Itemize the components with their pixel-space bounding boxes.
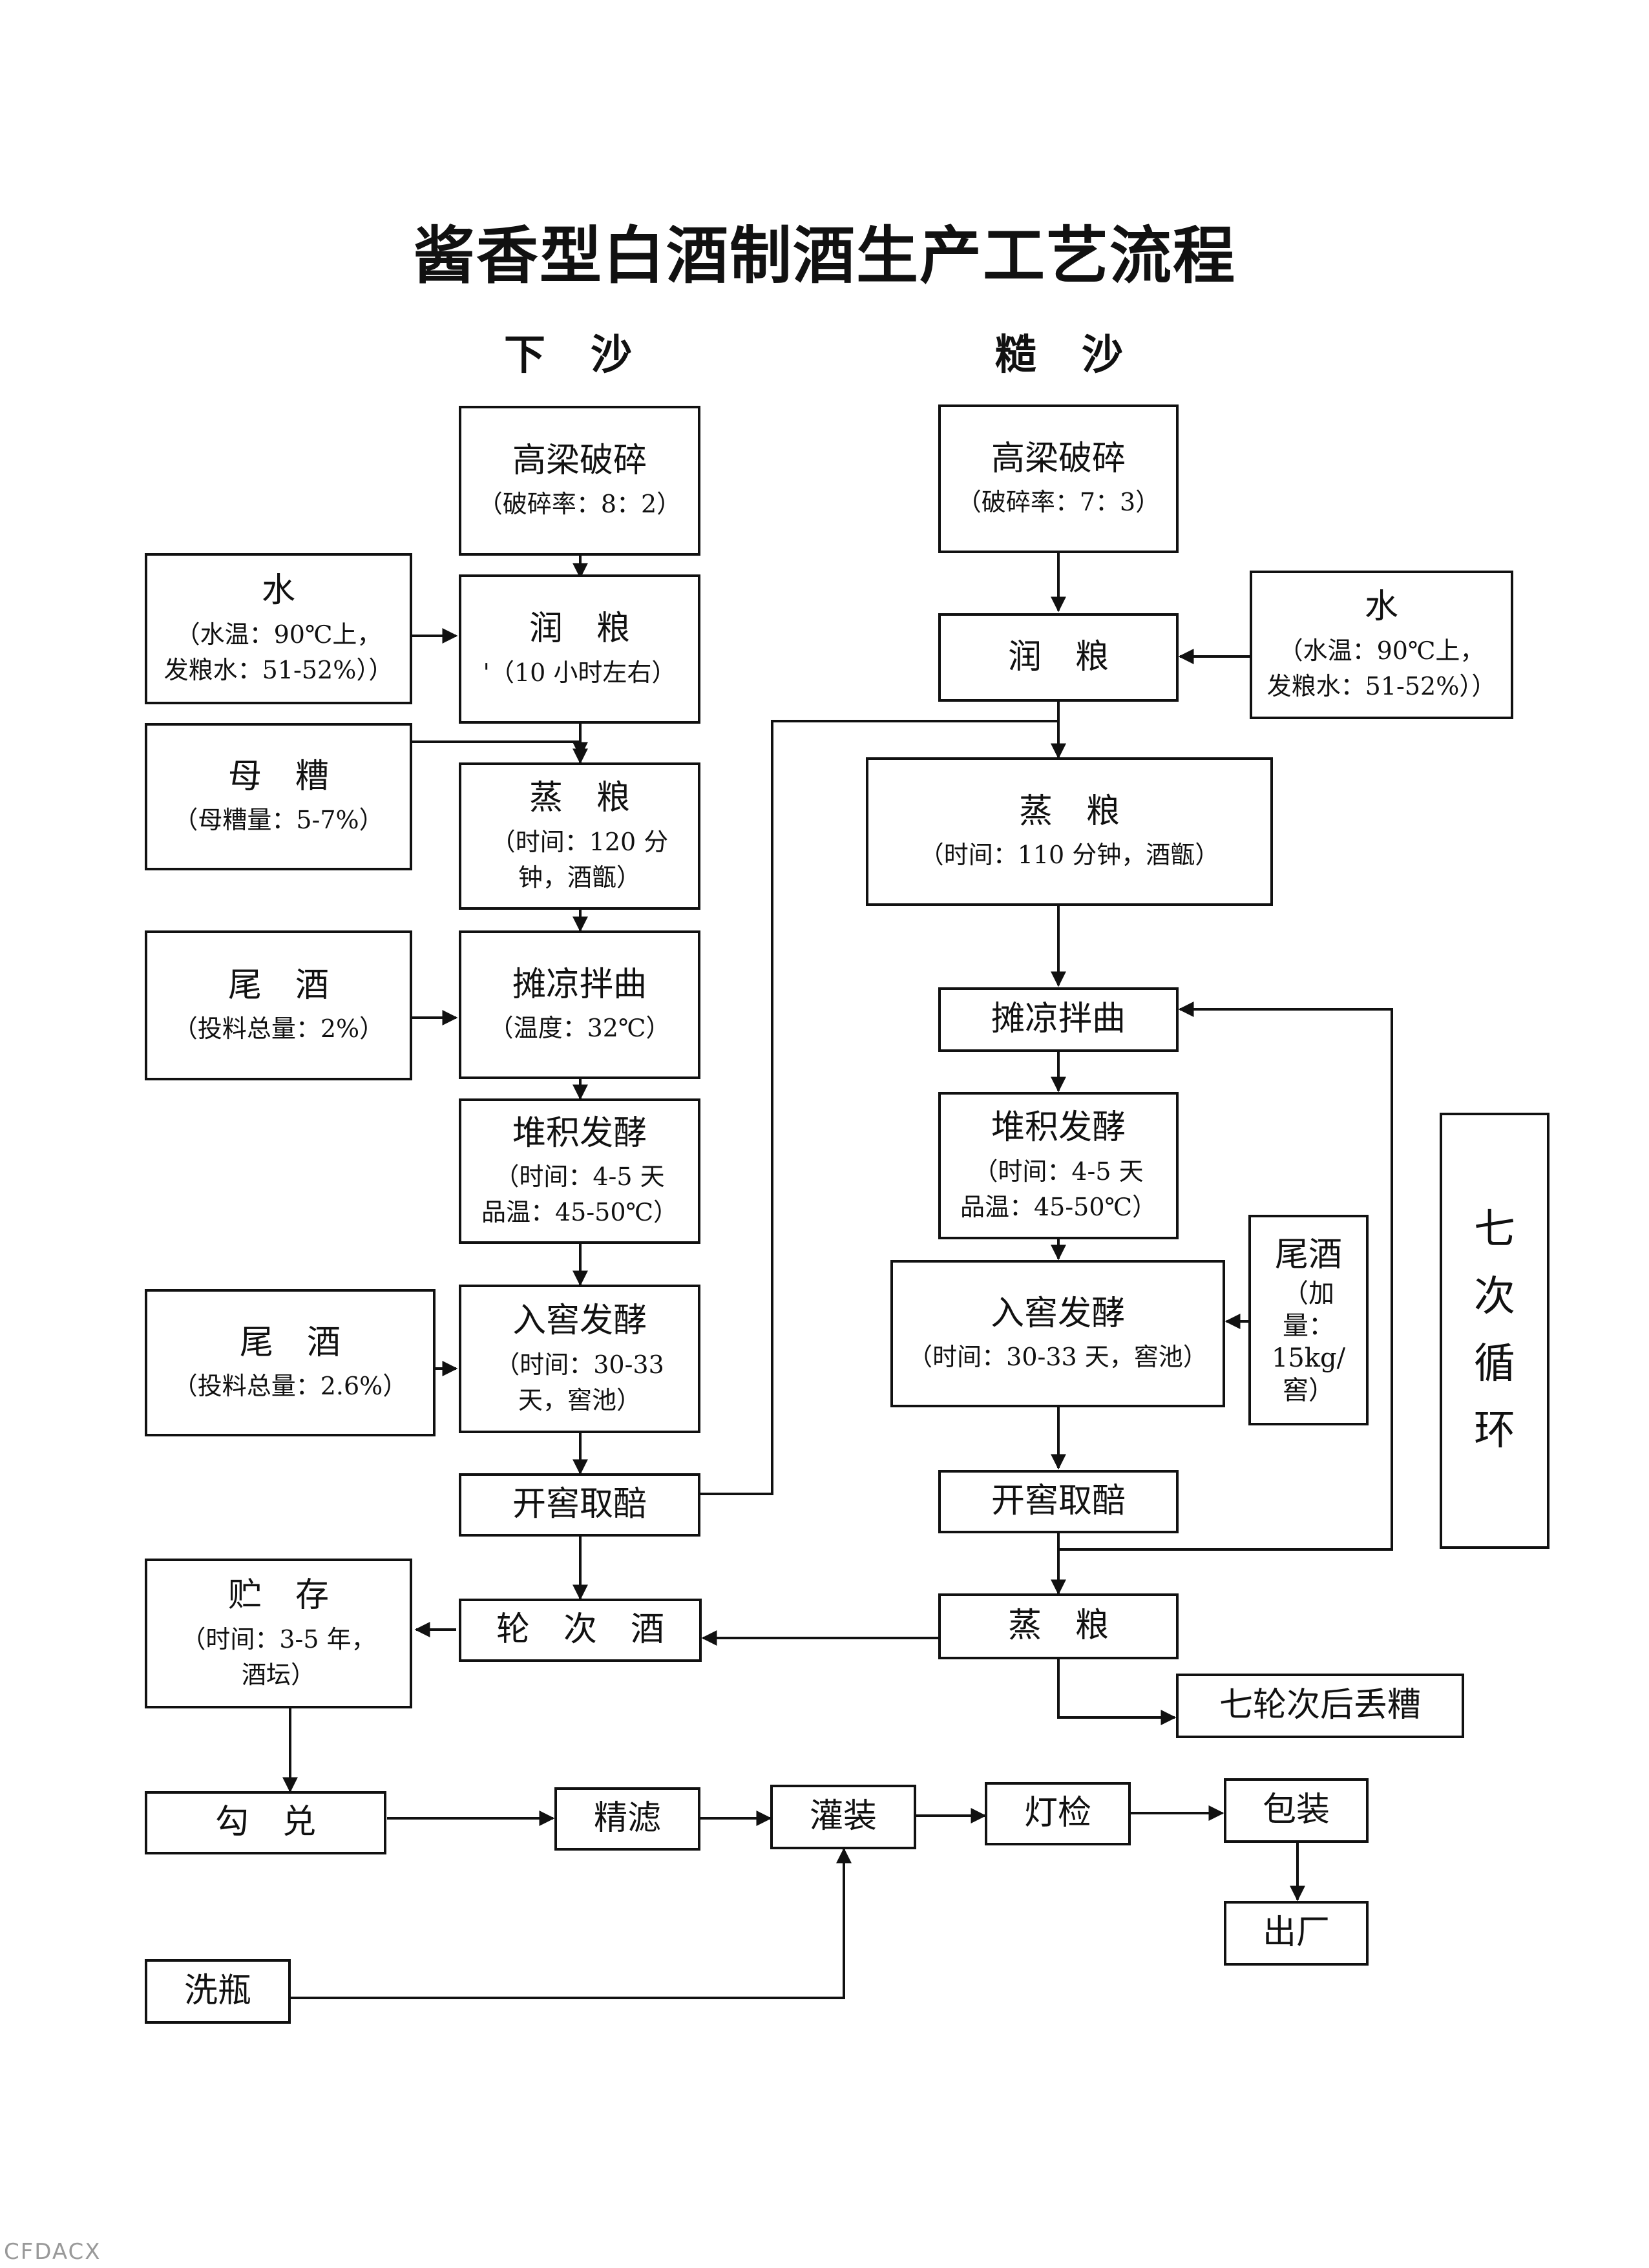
label-main: 润 粮: [529, 609, 630, 649]
label-sub: （时间：4-5 天 品温：45-50℃）: [960, 1157, 1157, 1221]
page-title: 酱香型白酒制酒生产工艺流程: [413, 220, 1236, 292]
box-r-discard: 七轮次后丢糟: [1176, 1674, 1464, 1738]
label-sub: （时间：30-33 天，窖池）: [495, 1350, 664, 1414]
label-main: 轮 次 酒: [496, 1610, 664, 1650]
arrow-steam2-discard: [1057, 1659, 1177, 1725]
label-main: 堆积发酵: [991, 1108, 1126, 1148]
label-main: 勾 兑: [215, 1803, 316, 1842]
label-sub: （时间：3-5 年， 酒坛）: [181, 1624, 376, 1689]
label-main: 入窖发酵: [512, 1301, 647, 1341]
label-main: 灌装: [809, 1797, 877, 1836]
box-l-store: 贮 存 （时间：3-5 年， 酒坛）: [145, 1559, 412, 1708]
label-main: 精滤: [593, 1799, 661, 1838]
label-sub: （时间：110 分钟，酒甑）: [919, 841, 1220, 870]
label-main: 蒸 粮: [529, 779, 630, 818]
arrow-wash-fill: [291, 1847, 852, 1999]
label-sub: （投料总量：2.6%）: [173, 1372, 408, 1401]
label-main: 入窖发酵: [990, 1294, 1125, 1333]
arrow-mother-steam: [412, 740, 588, 758]
label-main: 堆积发酵: [512, 1113, 647, 1153]
box-r-stack: 堆积发酵 （时间：4-5 天 品温：45-50℃）: [938, 1092, 1179, 1239]
box-l-mother: 母 糟 （母糟量：5-7%）: [145, 723, 412, 870]
box-r-water: 水 （水温：90℃上， 发粮水：51-52%））: [1250, 571, 1513, 719]
box-r-steam2: 蒸 粮: [938, 1593, 1179, 1659]
label-sub: （温度：32℃）: [488, 1014, 671, 1043]
label-main: 尾 酒: [239, 1323, 341, 1362]
box-l-stack: 堆积发酵 （时间：4-5 天 品温：45-50℃）: [459, 1098, 700, 1244]
label-main: 出厂: [1262, 1913, 1330, 1953]
box-l-water: 水 （水温：90℃上， 发粮水：51-52%））: [145, 553, 412, 704]
box-r-open: 开窖取醅: [938, 1470, 1179, 1533]
box-filter: 精滤: [554, 1787, 700, 1851]
label-sub: （母糟量：5-7%）: [173, 806, 384, 835]
box-l-open: 开窖取醅: [459, 1473, 700, 1537]
box-l-soak: 润 粮 '（10 小时左右）: [459, 574, 700, 724]
label-main: 水: [261, 571, 295, 611]
label-sub: （破碎率：7：3）: [956, 488, 1161, 517]
box-l-tail2: 尾 酒 （投料总量：2.6%）: [145, 1289, 436, 1436]
box-r-soak: 润 粮: [938, 613, 1179, 702]
box-l-crush: 高梁破碎 （破碎率：8：2）: [459, 406, 700, 556]
label-sub: （时间：30-33 天，窖池）: [908, 1343, 1208, 1372]
label-main: 灯检: [1024, 1794, 1091, 1833]
label-main: 水: [1364, 587, 1398, 627]
label-sub: （水温：90℃上， 发粮水：51-52%））: [163, 620, 394, 684]
cycle-char: 环: [1474, 1407, 1515, 1455]
label-main: 蒸 粮: [1007, 1606, 1109, 1646]
label-main: 贮 存: [227, 1576, 329, 1615]
label-sub: '（10 小时左右）: [483, 658, 677, 687]
label-main: 摊凉拌曲: [512, 965, 647, 1004]
footer-watermark: CFDACX: [4, 2239, 101, 2265]
cycle-char: 次: [1474, 1272, 1515, 1321]
box-r-cool: 摊凉拌曲: [938, 987, 1179, 1052]
box-r-tail: 尾酒 （加 量： 15kg/ 窖）: [1248, 1215, 1369, 1425]
label-main: 蒸 粮: [1018, 792, 1120, 831]
cycle-char: 循: [1474, 1339, 1515, 1388]
box-l-round: 轮 次 酒: [459, 1599, 702, 1662]
label-main: 洗瓶: [184, 1971, 251, 2011]
label-main: 尾 酒: [227, 965, 329, 1005]
box-l-cool: 摊凉拌曲 （温度：32℃）: [459, 930, 700, 1079]
cycle-char: 七: [1474, 1206, 1515, 1254]
label-main: 摊凉拌曲: [991, 1000, 1126, 1039]
label-main: 高梁破碎: [991, 439, 1126, 478]
label-sub: （加 量： 15kg/ 窖）: [1271, 1278, 1346, 1405]
label-sub: （时间：120 分 钟，酒甑）: [490, 827, 669, 892]
box-r-steam: 蒸 粮 （时间：110 分钟，酒甑）: [866, 757, 1273, 906]
box-fill: 灌装: [770, 1785, 916, 1849]
box-wash: 洗瓶: [145, 1959, 291, 2024]
box-r-crush: 高梁破碎 （破碎率：7：3）: [938, 404, 1179, 553]
column-heading-caosha: 糙沙: [995, 331, 1168, 379]
box-l-pit: 入窖发酵 （时间：30-33 天，窖池）: [459, 1285, 700, 1433]
box-l-steam: 蒸 粮 （时间：120 分 钟，酒甑）: [459, 762, 700, 910]
label-main: 包装: [1262, 1790, 1330, 1830]
label-main: 润 粮: [1007, 637, 1109, 677]
box-pack: 包装: [1224, 1778, 1369, 1843]
label-main: 高梁破碎: [512, 441, 647, 480]
box-ship: 出厂: [1224, 1901, 1369, 1966]
label-sub: （破碎率：8：2）: [478, 490, 682, 519]
arrow-cycle-loop: [1058, 1002, 1393, 1551]
label-sub: （水温：90℃上， 发粮水：51-52%））: [1266, 636, 1497, 700]
label-main: 母 糟: [227, 757, 329, 796]
box-cycle: 七 次 循 环: [1440, 1113, 1549, 1549]
label-main: 尾酒: [1274, 1235, 1342, 1275]
box-r-pit: 入窖发酵 （时间：30-33 天，窖池）: [890, 1260, 1225, 1407]
box-l-tail1: 尾 酒 （投料总量：2%）: [145, 930, 412, 1080]
label-main: 七轮次后丢糟: [1219, 1686, 1421, 1725]
label-sub: （时间：4-5 天 品温：45-50℃）: [481, 1162, 678, 1227]
label-sub: （投料总量：2%）: [173, 1014, 384, 1044]
label-main: 开窖取醅: [512, 1485, 647, 1524]
label-main: 开窖取醅: [991, 1482, 1126, 1521]
box-inspect: 灯检: [985, 1782, 1131, 1845]
box-blend: 勾 兑: [145, 1791, 386, 1854]
column-heading-xiasha: 下沙: [504, 331, 677, 379]
